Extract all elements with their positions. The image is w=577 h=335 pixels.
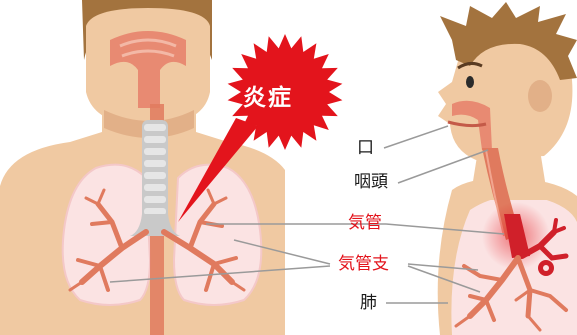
label-pharynx: 咽頭 (354, 172, 388, 192)
front-view-figure (0, 0, 285, 335)
leader-mouth (384, 126, 448, 148)
label-bronchi: 気管支 (338, 254, 389, 274)
label-lung: 肺 (360, 293, 377, 313)
label-trachea: 気管 (348, 213, 382, 233)
label-mouth: 口 (357, 138, 374, 158)
inflammation-label: 炎症 (243, 78, 293, 112)
